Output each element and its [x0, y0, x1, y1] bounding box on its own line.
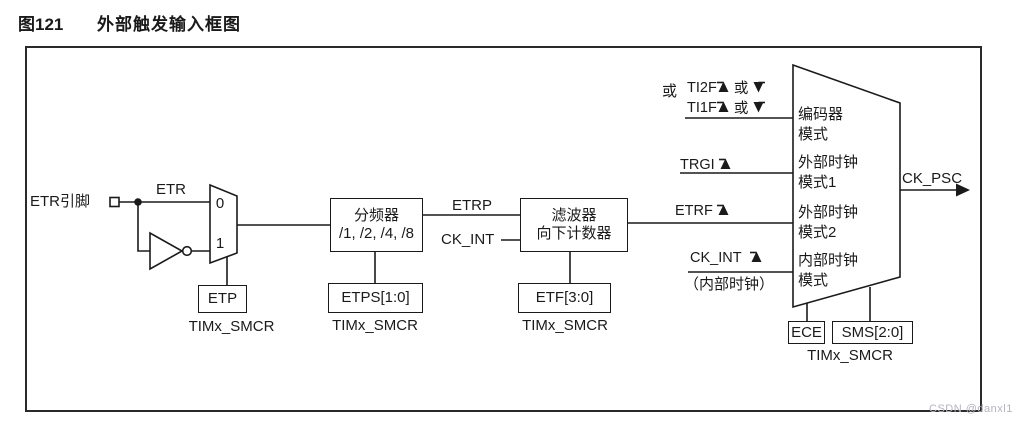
ti1f-label: TI1F [687, 99, 717, 116]
junction-dot [134, 198, 142, 206]
falling-edge-icon [752, 81, 766, 97]
etrp-label: ETRP [452, 197, 493, 214]
ck-psc-label: CK_PSC [902, 170, 963, 187]
mode-encoder-line2: 模式 [798, 126, 829, 143]
mode-external2-line1: 外部时钟 [798, 204, 859, 221]
polarity-mux [209, 183, 238, 265]
mode-external1-line1: 外部时钟 [798, 154, 859, 171]
ck-int-label-left: CK_INT [441, 231, 495, 248]
or-label-inline: 或 [733, 81, 749, 97]
ti1f-input-row: TI1F 或 [687, 97, 766, 118]
sms-box: SMS[2:0] [832, 321, 913, 344]
internal-clock-note: （内部时钟） [684, 276, 775, 293]
timx-smcr-label-etp: TIMx_SMCR [188, 318, 275, 335]
mode-encoder-label: 编码器 模式 [798, 105, 843, 145]
rising-edge-icon [716, 204, 730, 220]
rising-edge-icon [749, 251, 763, 267]
rising-edge-icon [716, 101, 730, 117]
ti2f-input-row: TI2F 或 [687, 77, 766, 98]
filter-subtitle: 向下计数器 [536, 225, 612, 242]
mode-external2-label: 外部时钟 模式2 [798, 203, 858, 243]
or-label-inline: 或 [733, 101, 749, 117]
filter-title: 滤波器 [551, 207, 597, 224]
etrf-input-row: ETRF [675, 203, 730, 219]
rising-edge-icon [718, 158, 732, 174]
etps-label: ETPS[1:0] [341, 289, 410, 306]
pin-square [109, 196, 120, 208]
or-label: 或 [662, 83, 678, 100]
mode-internal-line2: 模式 [798, 272, 829, 289]
inverter-bubble-icon [181, 245, 193, 257]
ece-box: ECE [788, 321, 825, 344]
etp-label: ETP [207, 290, 238, 307]
ti2f-label: TI2F [687, 79, 717, 96]
arrowhead-icon [956, 183, 970, 197]
mux-input-1-label: 1 [215, 235, 225, 252]
ck-int-input-row: CK_INT [690, 250, 763, 266]
timx-smcr-label-etf: TIMx_SMCR [522, 317, 608, 334]
timx-smcr-label-sms: TIMx_SMCR [807, 347, 893, 364]
mode-external2-line2: 模式2 [798, 224, 837, 241]
clock-source-mux [792, 63, 901, 309]
etrf-label: ETRF [675, 203, 713, 219]
mode-encoder-line1: 编码器 [798, 106, 844, 123]
trgi-input-row: TRGI [680, 157, 732, 173]
timx-smcr-label-etps: TIMx_SMCR [332, 317, 418, 334]
divider-ratios: /1, /2, /4, /8 [338, 225, 415, 242]
etps-box: ETPS[1:0] [328, 283, 423, 313]
divider-box: 分频器 /1, /2, /4, /8 [330, 198, 423, 252]
falling-edge-icon [752, 101, 766, 117]
mode-internal-line1: 内部时钟 [798, 252, 859, 269]
ece-label: ECE [791, 323, 822, 341]
figure-title: 外部触发输入框图 [97, 15, 241, 34]
ck-int-label: CK_INT [690, 250, 742, 266]
diagram-border [25, 46, 982, 412]
mode-internal-label: 内部时钟 模式 [798, 251, 858, 291]
rising-edge-icon [716, 81, 730, 97]
etr-label: ETR [156, 181, 186, 198]
watermark: CSDN @danxl1 [929, 403, 1013, 415]
etf-box: ETF[3:0] [518, 283, 611, 313]
etr-pin-label: ETR引脚 [30, 193, 91, 210]
etp-box: ETP [198, 285, 247, 313]
trgi-label: TRGI [680, 157, 715, 173]
etf-label: ETF[3:0] [535, 289, 594, 306]
sms-label: SMS[2:0] [841, 323, 904, 341]
filter-box: 滤波器 向下计数器 [520, 198, 628, 252]
wire-feedback [137, 202, 150, 252]
mode-external1-label: 外部时钟 模式1 [798, 153, 858, 193]
mux-input-0-label: 0 [215, 195, 225, 212]
divider-title: 分频器 [353, 207, 399, 224]
figure-number: 图121 [18, 15, 64, 34]
mode-external1-line2: 模式1 [798, 174, 837, 191]
inverter-gate [149, 231, 184, 271]
